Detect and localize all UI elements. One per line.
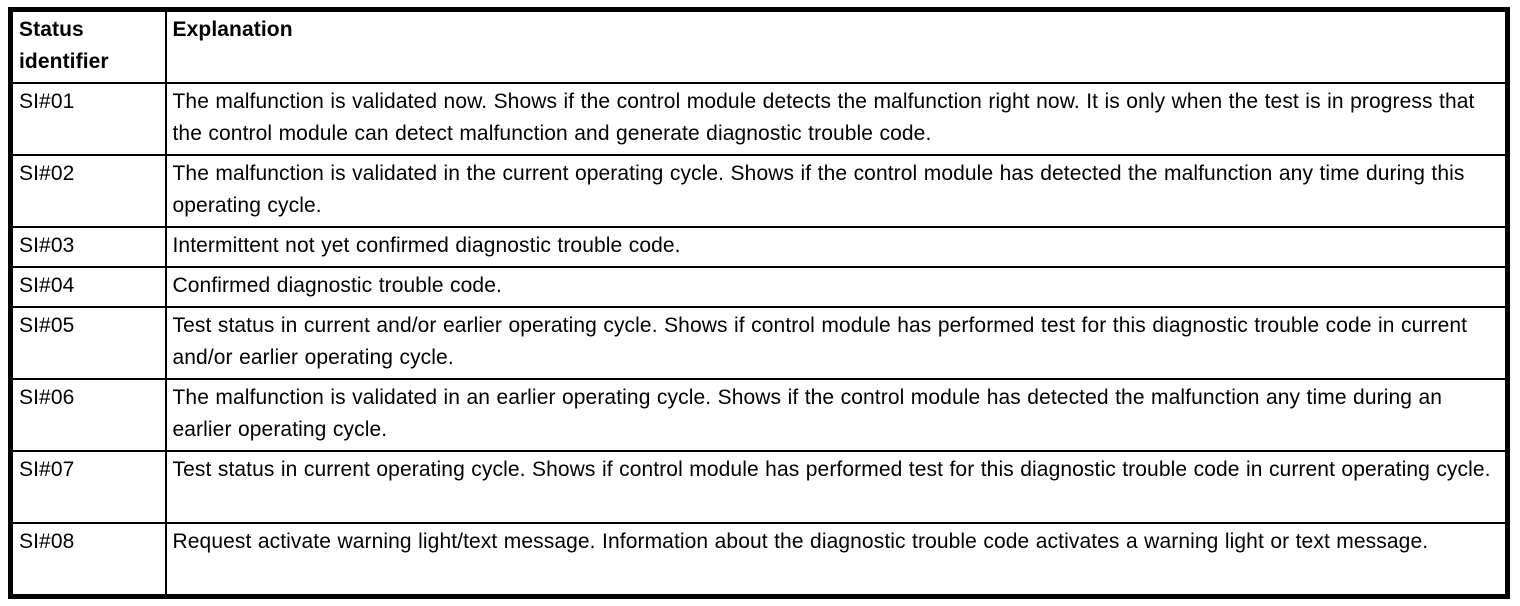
table-row: SI#01 The malfunction is validated now. … [9,82,1509,156]
explanation-cell: The malfunction is validated now. Shows … [164,82,1509,156]
table-row: SI#03 Intermittent not yet confirmed dia… [9,226,1509,268]
status-identifier-header: Status identifier [9,8,167,84]
explanation-cell: Test status in current operating cycle. … [164,450,1509,524]
status-identifier-cell: SI#02 [9,154,167,228]
status-identifier-cell: SI#01 [9,82,167,156]
table-header-row: Status identifier Explanation [9,8,1509,84]
status-identifier-cell: SI#06 [9,378,167,452]
status-identifier-cell: SI#08 [9,522,167,598]
table-row: SI#07 Test status in current operating c… [9,450,1509,524]
table-row: SI#08 Request activate warning light/tex… [9,522,1509,598]
status-identifier-table: Status identifier Explanation SI#01 The … [8,7,1510,599]
table-row: SI#06 The malfunction is validated in an… [9,378,1509,452]
status-identifier-cell: SI#04 [9,266,167,308]
explanation-cell: The malfunction is validated in the curr… [164,154,1509,228]
explanation-cell: Request activate warning light/text mess… [164,522,1509,598]
status-identifier-cell: SI#05 [9,306,167,380]
table-row: SI#04 Confirmed diagnostic trouble code. [9,266,1509,308]
explanation-header: Explanation [164,8,1509,84]
explanation-cell: Intermittent not yet confirmed diagnosti… [164,226,1509,268]
status-identifier-cell: SI#03 [9,226,167,268]
table-row: SI#02 The malfunction is validated in th… [9,154,1509,228]
explanation-cell: Confirmed diagnostic trouble code. [164,266,1509,308]
status-identifier-cell: SI#07 [9,450,167,524]
table-row: SI#05 Test status in current and/or earl… [9,306,1509,380]
explanation-cell: The malfunction is validated in an earli… [164,378,1509,452]
explanation-cell: Test status in current and/or earlier op… [164,306,1509,380]
